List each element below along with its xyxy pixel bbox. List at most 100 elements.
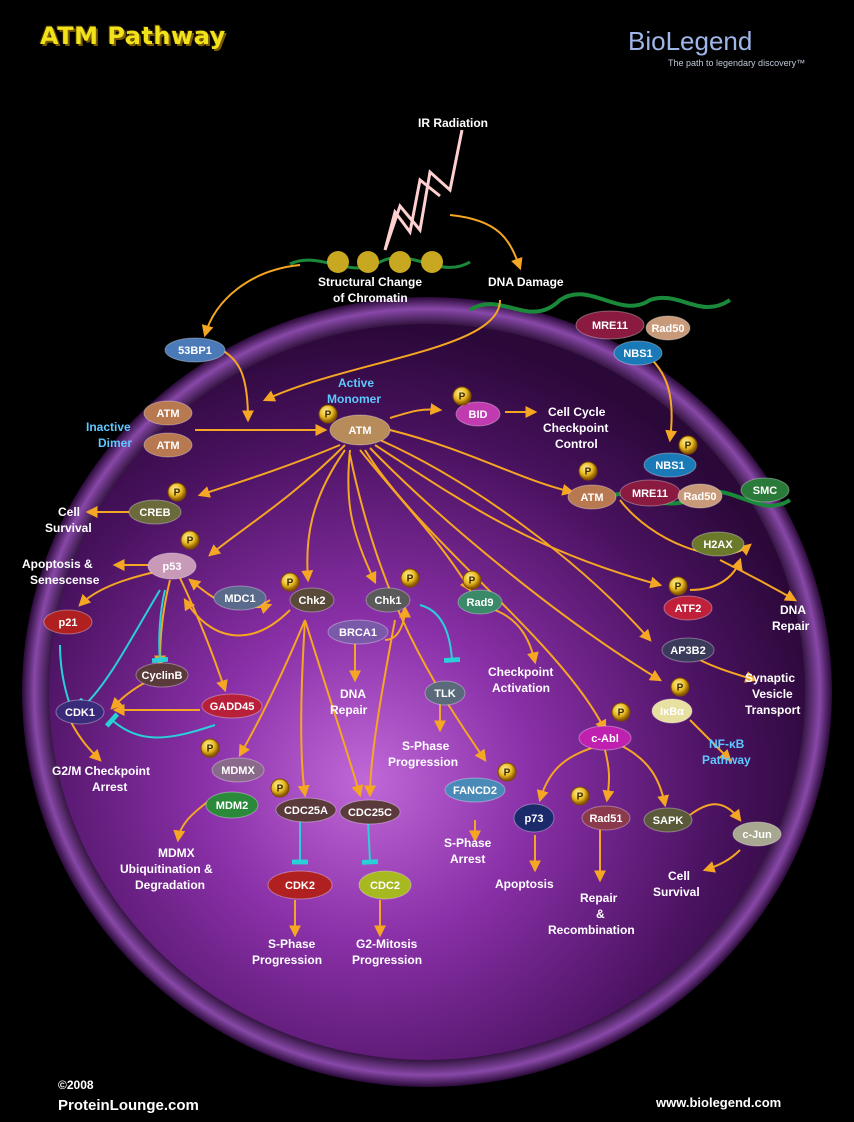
node-cjun[interactable]: c-Jun xyxy=(732,821,782,847)
node-label: MDMX xyxy=(221,765,255,777)
label-repair-right: Repair xyxy=(772,619,810,633)
node-smc[interactable]: SMC xyxy=(740,477,790,503)
label-progression-mid: Progression xyxy=(388,755,458,769)
node-shape xyxy=(135,662,189,688)
node-h2ax[interactable]: H2AX xyxy=(691,531,745,557)
copyright: ©2008 xyxy=(58,1078,94,1092)
node-label: NBS1 xyxy=(623,348,652,360)
node-rad9[interactable]: Rad9 P xyxy=(457,570,503,615)
phospho-icon xyxy=(497,762,517,782)
phospho-icon xyxy=(670,677,690,697)
phospho-icon xyxy=(570,786,590,806)
biolegend-link[interactable]: www.biolegend.com xyxy=(656,1095,782,1110)
phospho-label: P xyxy=(469,576,476,587)
node-shape xyxy=(164,337,226,363)
node-shape xyxy=(613,340,663,366)
label-sphase-arrest: S-Phase xyxy=(444,836,492,850)
node-cdk2[interactable]: CDK2 xyxy=(267,870,333,900)
label-mdmx-ub: MDMX xyxy=(158,846,195,860)
node-p73[interactable]: p73 xyxy=(513,803,555,833)
label-cell-survival-2: Cell xyxy=(668,869,690,883)
phospho-label: P xyxy=(459,392,466,403)
node-shape xyxy=(732,821,782,847)
phospho-label: P xyxy=(277,784,284,795)
node-gadd45[interactable]: GADD45 xyxy=(201,693,263,719)
label-vesicle: Vesicle xyxy=(752,687,793,701)
node-rad50-top[interactable]: Rad50 xyxy=(645,315,691,341)
node-bp53[interactable]: 53BP1 xyxy=(164,337,226,363)
label-arrest-g2m: Arrest xyxy=(92,780,127,794)
protein-lounge-link[interactable]: ProteinLounge.com xyxy=(58,1097,199,1114)
label-checkpoint: Checkpoint xyxy=(543,421,608,435)
phospho-icon xyxy=(270,778,290,798)
label-progression-g2: Progression xyxy=(352,953,422,967)
node-label: 53BP1 xyxy=(178,345,212,357)
node-shape xyxy=(147,552,197,580)
node-shape xyxy=(424,680,466,706)
node-brca1[interactable]: BRCA1 xyxy=(327,619,389,645)
node-shape xyxy=(567,484,617,510)
node-shape xyxy=(329,414,391,446)
node-p21[interactable]: p21 xyxy=(43,609,93,635)
node-ap3b2[interactable]: AP3B2 xyxy=(661,637,715,663)
node-mre11-top[interactable]: MRE11 xyxy=(575,310,645,340)
node-label: MDM2 xyxy=(216,800,248,812)
node-mdc1[interactable]: MDC1 xyxy=(213,585,267,611)
node-shape xyxy=(289,587,335,613)
node-atm-dimer-top[interactable]: ATM xyxy=(143,400,193,426)
node-mdm2[interactable]: MDM2 xyxy=(205,791,259,819)
node-label: Rad50 xyxy=(651,323,684,335)
label-cell-survival-1: Cell xyxy=(58,505,80,519)
node-cdc2[interactable]: CDC2 xyxy=(358,870,412,900)
label-progression-bottom: Progression xyxy=(252,953,322,967)
node-rad50-mid[interactable]: Rad50 xyxy=(677,483,723,509)
node-nbs1-top[interactable]: NBS1 xyxy=(613,340,663,366)
label-dna-damage: DNA Damage xyxy=(488,275,564,289)
node-label: CDC25C xyxy=(348,807,392,819)
label-survival-2: Survival xyxy=(653,885,700,899)
node-sapk[interactable]: SAPK xyxy=(643,807,693,833)
label-degradation: Degradation xyxy=(135,878,205,892)
phospho-label: P xyxy=(618,708,625,719)
node-label: Chk2 xyxy=(299,595,326,607)
node-chk1[interactable]: Chk1 P xyxy=(365,568,420,613)
node-label: Rad9 xyxy=(467,597,494,609)
node-tlk[interactable]: TLK xyxy=(424,680,466,706)
phospho-label: P xyxy=(407,574,414,585)
node-cdc25c[interactable]: CDC25C xyxy=(339,799,401,825)
node-shape xyxy=(267,870,333,900)
phospho-label: P xyxy=(174,488,181,499)
node-cyclinb[interactable]: CyclinB xyxy=(135,662,189,688)
node-shape xyxy=(740,477,790,503)
node-mre11-mid[interactable]: MRE11 xyxy=(619,479,681,507)
phospho-icon xyxy=(578,461,598,481)
node-atm-dimer-bottom[interactable]: ATM xyxy=(143,432,193,458)
phospho-label: P xyxy=(685,441,692,452)
label-inactive: Inactive xyxy=(86,420,131,434)
node-shape xyxy=(358,870,412,900)
node-cdk1[interactable]: CDK1 xyxy=(55,699,105,725)
label-apoptosis-p73: Apoptosis xyxy=(495,877,554,891)
node-shape xyxy=(578,725,632,751)
label-sphase-bottom: S-Phase xyxy=(268,937,316,951)
node-shape xyxy=(677,483,723,509)
node-label: Chk1 xyxy=(375,595,402,607)
label-senescense: Senescense xyxy=(30,573,100,587)
node-label: ATM xyxy=(156,440,179,452)
node-shape xyxy=(213,585,267,611)
